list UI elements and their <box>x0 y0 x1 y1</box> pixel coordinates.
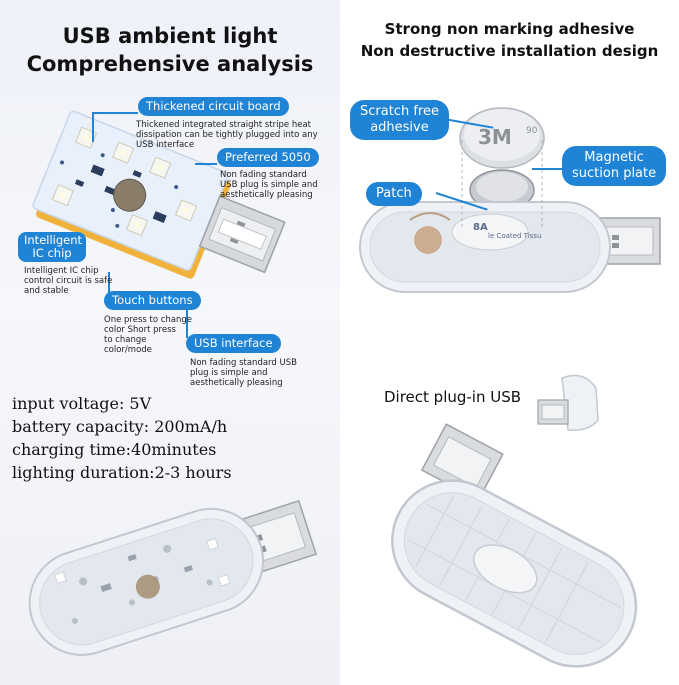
leader-touch <box>108 272 110 294</box>
label-magnetic-line1: Magnetic <box>584 150 644 165</box>
label-scratch-line2: adhesive <box>370 120 429 135</box>
left-title-line1: USB ambient light <box>62 24 278 48</box>
left-panel: USB ambient light Comprehensive analysis <box>0 0 340 685</box>
device-side-view-illustration <box>537 374 599 432</box>
adhesive-exploded-illustration <box>359 107 661 293</box>
spec-duration: lighting duration:2-3 hours <box>12 463 232 482</box>
left-title-line2: Comprehensive analysis <box>26 52 314 76</box>
note-touch-line4: color/mode <box>104 345 152 355</box>
spec-battery: battery capacity: 200mA/h <box>12 417 228 436</box>
note-thickened: Thickened integrated straight stripe hea… <box>136 120 318 150</box>
tape-8a-text: 8A <box>473 222 488 233</box>
note-preferred-line1: Non fading standard <box>220 170 307 180</box>
note-intelligent-line3: and stable <box>24 286 69 296</box>
leader-thickened <box>92 112 94 142</box>
leader-thickened-h <box>92 112 138 114</box>
spec-voltage: input voltage: 5V <box>12 394 152 413</box>
sticker-3m-text: 3M <box>478 125 512 149</box>
note-thickened-line1: Thickened integrated straight stripe hea… <box>136 120 311 130</box>
note-intelligent: Intelligent IC chip control circuit is s… <box>24 266 112 296</box>
note-touch-line2: color Short press <box>104 325 176 335</box>
note-usb-line3: aesthetically pleasing <box>190 378 283 388</box>
clear-device-illustration-right <box>391 423 638 668</box>
note-touch-line1: One press to change <box>104 315 193 325</box>
clear-device-illustration-left <box>28 499 318 656</box>
right-title-line2: Non destructive installation design <box>360 42 659 60</box>
note-usb: Non fading standard USB plug is simple a… <box>190 358 297 388</box>
note-thickened-line3: USB interface <box>136 140 195 150</box>
note-intelligent-line2: control circuit is safe <box>24 276 113 286</box>
label-touch-buttons: Touch buttons <box>104 291 201 310</box>
label-magnetic-suction-plate: Magnetic suction plate <box>562 146 667 186</box>
label-preferred-5050: Preferred 5050 <box>217 148 319 167</box>
label-scratch-line1: Scratch free <box>360 104 439 119</box>
leader-magnetic <box>532 168 562 170</box>
label-usb-interface: USB interface <box>186 334 281 353</box>
leader-preferred <box>195 163 217 165</box>
label-scratch-free-adhesive: Scratch free adhesive <box>350 100 449 140</box>
leader-usb <box>186 300 188 338</box>
label-patch: Patch <box>366 182 422 206</box>
note-thickened-line2: dissipation can be tightly plugged into … <box>136 130 318 140</box>
note-usb-line2: plug is simple and <box>190 368 268 378</box>
tape-tissue-text: le Coated Tissu <box>488 232 542 240</box>
note-intelligent-line1: Intelligent IC chip <box>24 266 99 276</box>
label-magnetic-line2: suction plate <box>572 166 657 181</box>
note-preferred: Non fading standard USB plug is simple a… <box>220 170 318 200</box>
note-preferred-line2: USB plug is simple and <box>220 180 318 190</box>
spec-charging: charging time:40minutes <box>12 440 217 459</box>
label-thickened-circuit-board: Thickened circuit board <box>138 97 289 116</box>
note-preferred-line3: aesthetically pleasing <box>220 190 313 200</box>
sticker-number-text: 90 <box>526 126 538 136</box>
right-panel: Strong non marking adhesive Non destruct… <box>340 0 679 685</box>
label-intelligent-ic-chip: Intelligent IC chip <box>18 232 86 262</box>
right-title-line1: Strong non marking adhesive <box>384 20 635 38</box>
note-touch: One press to change color Short press to… <box>104 315 192 355</box>
circuit-board-illustration <box>32 110 286 279</box>
label-direct-plug-in-usb: Direct plug-in USB <box>384 388 522 406</box>
note-usb-line1: Non fading standard USB <box>190 358 297 368</box>
note-touch-line3: to change <box>104 335 147 345</box>
